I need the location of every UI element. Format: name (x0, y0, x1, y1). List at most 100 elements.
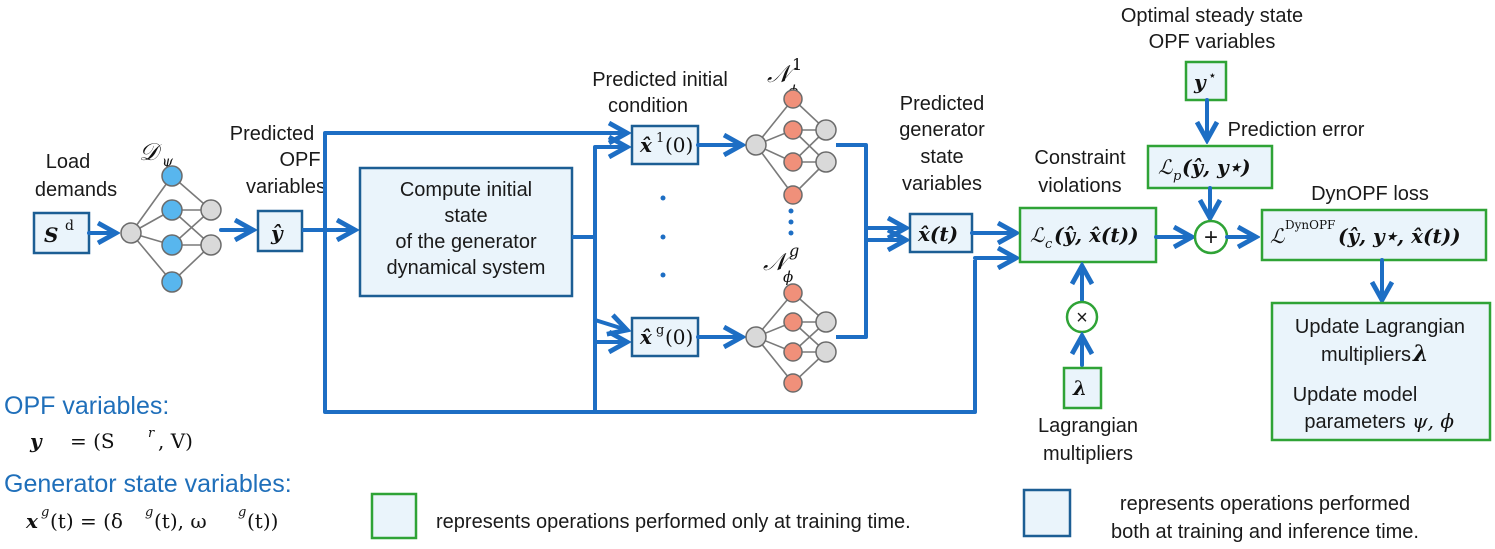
opf-eq-lhs: y (29, 429, 43, 453)
xg-superscript: g (656, 323, 664, 338)
gen-eq-rhs: (t) = (δ (50, 509, 123, 533)
gen-eq-end: (t)) (247, 509, 278, 533)
x1-symbol: x̂ (639, 133, 653, 157)
pred-gen-label-2: generator (899, 119, 985, 141)
y-star-superscript: ⋆ (1208, 68, 1217, 84)
legend-training-only: represents operations performed only at … (370, 492, 911, 540)
compute-initial-state-box: Compute initial state of the generator d… (358, 166, 574, 298)
lp-box: ℒ p (ŷ, y⋆) (1146, 144, 1274, 190)
x-t-symbol: x̂(t) (917, 222, 958, 246)
d-psi-network (120, 165, 222, 293)
legend-dark-text-2: both at training and inference time. (1111, 521, 1419, 543)
gen-eq-sup: g (41, 505, 49, 520)
d-psi-label: 𝒟 (139, 138, 163, 166)
load-demands-label-2: demands (35, 179, 117, 201)
legend-green-swatch (370, 492, 418, 540)
lambda-symbol: λ (1072, 376, 1087, 400)
lp-symbol: ℒ (1158, 155, 1173, 179)
xg-symbol: x̂ (639, 325, 653, 349)
lc-subscript: c (1045, 237, 1053, 252)
predicted-opf-label-3: variables (246, 176, 326, 198)
ng-network (745, 283, 837, 393)
lp-subscript: p (1173, 169, 1182, 184)
opf-equation: y = (S r , V) (29, 426, 193, 453)
gen-state-equation: x g (t) = (δ g (t), ω g (t)) (25, 505, 278, 533)
gen-state-heading: Generator state variables: (4, 470, 292, 498)
opf-variables-heading: OPF variables: (4, 392, 169, 420)
gen-eq-sup2: g (238, 505, 246, 520)
predicted-initial-label-1: Predicted initial (592, 69, 728, 91)
optimal-label-1: Optimal steady state (1121, 5, 1303, 27)
xg-arg: (0) (665, 325, 693, 349)
ng-superscript: g (789, 241, 799, 260)
y-hat-box: ŷ (256, 209, 304, 253)
s-symbol: S (44, 223, 58, 247)
gen-eq-mid: (t), ω (154, 509, 207, 533)
lc-box: ℒ c (ŷ, x̂(t)) (1018, 206, 1158, 264)
opf-eq-end: , V) (158, 429, 193, 453)
vertical-ellipsis-right (788, 208, 794, 236)
s-superscript: d (65, 218, 74, 234)
gen-eq-lhs: x (25, 509, 39, 533)
opf-eq-rhs: = (S (70, 429, 115, 453)
vertical-ellipsis-left (660, 195, 666, 278)
compute-label-3: of the generator (395, 231, 537, 253)
pred-gen-label-3: state (920, 146, 963, 168)
dynopf-loss-box: ℒ DynOPF (ŷ, y⋆, x̂(t)) (1260, 208, 1488, 262)
arrow-compute-to-xg-2 (593, 320, 627, 330)
y-star-box: y ⋆ (1184, 60, 1228, 102)
xg-0-box: x̂ g (0) (630, 316, 700, 358)
ldyn-args: (ŷ, y⋆, x̂(t)) (1338, 224, 1461, 248)
pred-gen-label-4: variables (902, 173, 982, 195)
multiply-node: × (1065, 300, 1099, 334)
gen-eq-sup1: g (145, 505, 153, 520)
lagrangian-label-2: multipliers (1043, 443, 1133, 465)
y-star-symbol: y (1193, 70, 1207, 94)
ng-subscript: ϕ (783, 268, 793, 286)
update-lambda: λ (1412, 341, 1428, 367)
times-symbol: × (1076, 307, 1088, 329)
predicted-opf-label-1: Predicted (230, 123, 315, 145)
lc-args: (ŷ, x̂(t)) (1054, 223, 1139, 247)
pred-gen-label-1: Predicted (900, 93, 985, 115)
x1-arg: (0) (665, 133, 693, 157)
wire-networks-merge (836, 143, 868, 339)
update-psi-phi: ψ, ϕ (1412, 409, 1454, 433)
plus-node: + (1193, 219, 1229, 255)
x-t-box: x̂(t) (908, 212, 974, 254)
n1-superscript: 1 (792, 55, 802, 74)
legend-green-text: represents operations performed only at … (436, 511, 911, 533)
update-box: Update Lagrangian multipliers λ Update m… (1270, 301, 1492, 442)
constraint-label-1: Constraint (1034, 147, 1126, 169)
lc-symbol: ℒ (1030, 223, 1045, 247)
compute-label-2: state (444, 205, 487, 227)
n1-network (745, 89, 837, 205)
legend-training-inference: represents operations performed both at … (1022, 488, 1419, 543)
update-label-1: Update Lagrangian (1295, 316, 1465, 338)
plus-symbol: + (1204, 224, 1218, 251)
load-demands-label-1: Load (46, 151, 91, 173)
legend-dark-text-1: represents operations performed (1120, 493, 1410, 515)
legend-dark-swatch (1022, 488, 1072, 538)
ldyn-superscript: DynOPF (1285, 218, 1335, 232)
load-demands-box: S d (32, 211, 91, 255)
compute-label-1: Compute initial (400, 179, 532, 201)
constraint-label-2: violations (1038, 175, 1121, 197)
x1-0-box: x̂ 1 (0) (630, 124, 700, 166)
optimal-label-2: OPF variables (1149, 31, 1276, 53)
update-label-2: multipliers (1321, 344, 1411, 366)
compute-label-4: dynamical system (387, 257, 546, 279)
lagrangian-label-1: Lagrangian (1038, 415, 1138, 437)
x1-superscript: 1 (656, 131, 664, 146)
prediction-error-label: Prediction error (1228, 119, 1365, 141)
opf-eq-sup: r (148, 426, 155, 441)
update-label-4: parameters (1304, 411, 1405, 433)
wire-bus-vertical (323, 133, 977, 414)
predicted-opf-label-2: OPF (279, 149, 320, 171)
lambda-box: λ (1062, 366, 1103, 410)
dynopf-loss-label: DynOPF loss (1311, 183, 1429, 205)
wire-compute-up (572, 147, 597, 239)
y-hat-symbol: ŷ (270, 221, 284, 245)
lp-args: (ŷ, y⋆) (1182, 155, 1251, 179)
